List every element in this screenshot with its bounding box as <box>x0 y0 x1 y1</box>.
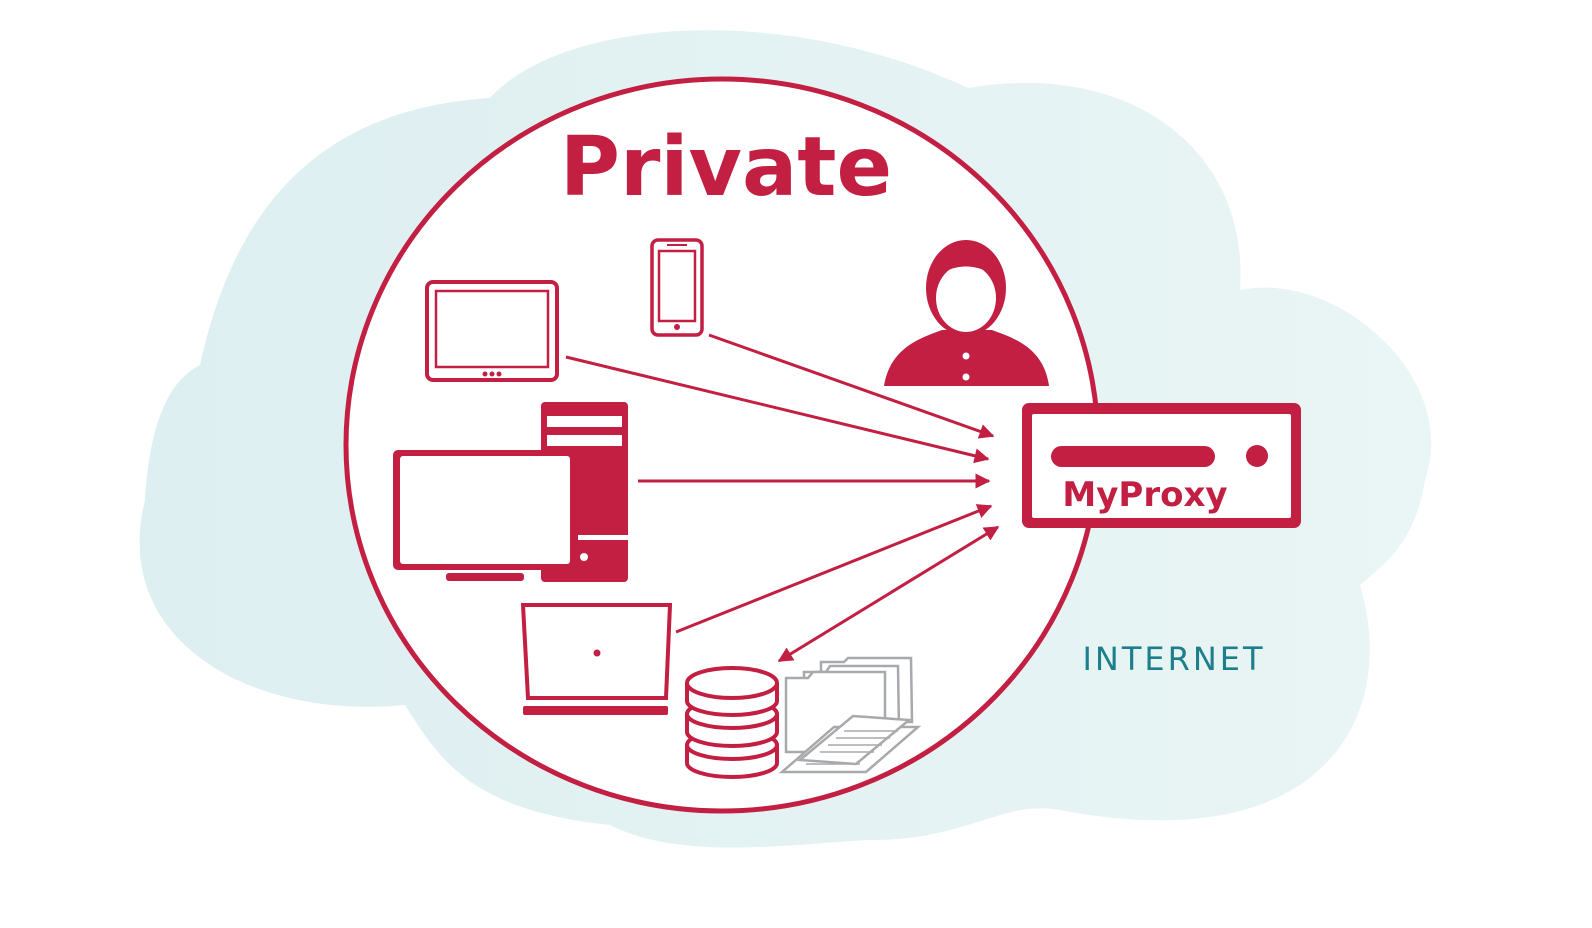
connection-arrows <box>565 333 1000 663</box>
proxy-server-icon: MyProxy <box>1022 403 1301 528</box>
database-icon <box>685 666 779 779</box>
tablet-icon <box>425 280 559 382</box>
internet-label: INTERNET <box>1082 640 1265 678</box>
arrow-database-proxy-bidirectional <box>777 525 1000 663</box>
user-icon <box>884 240 1049 386</box>
smartphone-icon <box>650 238 704 337</box>
proxy-label: MyProxy <box>1062 475 1227 515</box>
arrow-tablet-to-proxy <box>565 355 990 464</box>
arrow-smartphone-to-proxy <box>708 333 995 439</box>
private-title: Private <box>560 120 892 215</box>
desktop-computer-icon <box>393 402 628 582</box>
laptop-icon <box>520 603 673 715</box>
folders-documents-icon <box>778 656 922 774</box>
